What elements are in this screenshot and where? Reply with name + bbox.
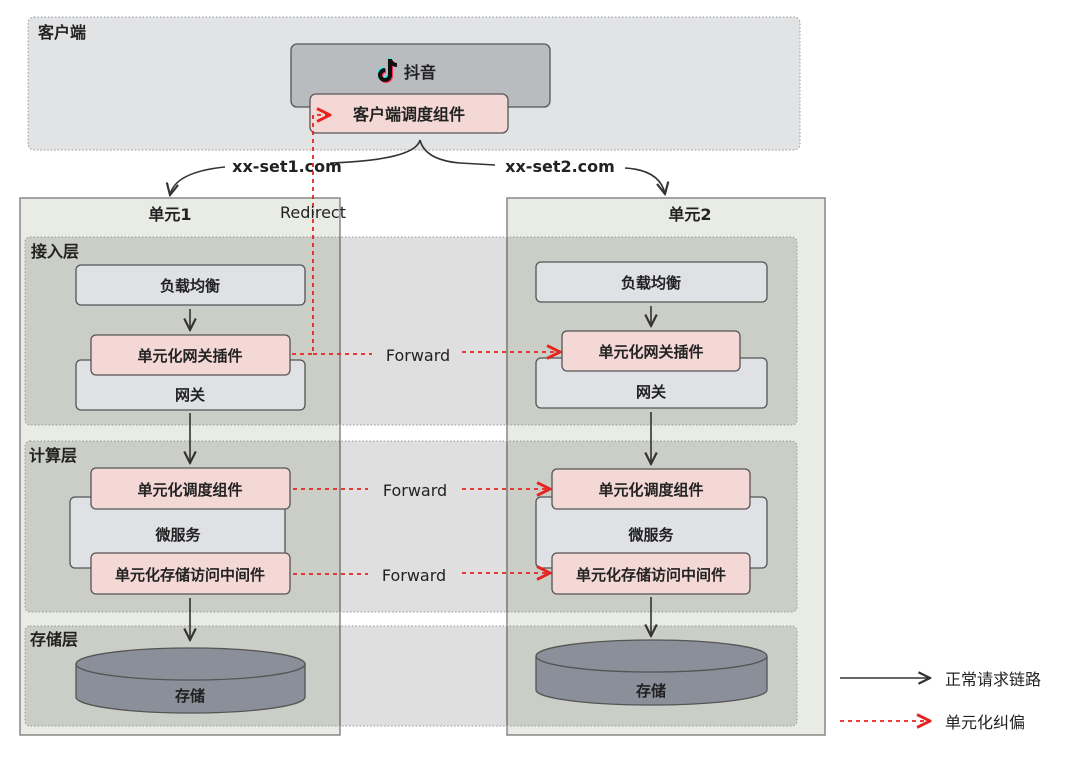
storage-label: 存储 [636,682,666,700]
client-scheduler-label: 客户端调度组件 [353,105,465,124]
unit-1-components: 负载均衡 网关 单元化网关插件 微服务 单元化调度组件 单元化存储访问中间件 存… [69,264,306,714]
microservice-label: 微服务 [627,526,674,544]
redirect-label: Redirect [280,203,346,222]
redirect-arrow [292,115,330,355]
domain-set1: xx-set1.com [232,157,342,176]
unit-1-title: 单元1 [148,205,191,224]
storage-middleware-label: 单元化存储访问中间件 [115,566,265,584]
load-balancer-label: 负载均衡 [621,274,681,292]
gateway-label: 网关 [636,383,666,401]
forward-label-storage: Forward [382,566,446,585]
microservice-label: 微服务 [154,526,201,544]
forward-label-gateway: Forward [386,346,450,365]
route-arrow-unit-2 [624,167,665,194]
domain-brace [329,139,461,164]
legend-normal-label: 正常请求链路 [945,670,1041,689]
access-layer-label: 接入层 [31,242,79,261]
domain-set2: xx-set2.com [505,157,615,176]
gateway-plugin-label: 单元化网关插件 [598,343,703,361]
client-scheduler-box [309,93,509,134]
storage-label: 存储 [175,687,205,705]
forward-label-scheduler: Forward [383,481,447,500]
correction-paths: Redirect Forward Forward Forward [280,115,560,585]
storage-layer-label: 存储层 [30,630,78,649]
legend: 正常请求链路 单元化纠偏 [840,670,1041,732]
scheduler-label: 单元化调度组件 [137,481,242,499]
gateway-plugin-label: 单元化网关插件 [137,347,242,365]
storage-middleware-label: 单元化存储访问中间件 [576,566,726,584]
legend-correction-label: 单元化纠偏 [945,713,1025,732]
app-name: 抖音 [404,63,436,82]
client-label: 客户端 [38,23,86,42]
storage-cylinder-icon [535,639,768,673]
client-region: 客户端 抖音 客户端调度组件 [27,16,801,151]
unit-2-title: 单元2 [668,205,711,224]
compute-layer-label: 计算层 [29,446,77,465]
gateway-label: 网关 [175,386,205,404]
load-balancer-label: 负载均衡 [160,277,220,295]
douyin-logo-icon [377,58,398,83]
unit-2-components: 负载均衡 网关 单元化网关插件 微服务 单元化调度组件 单元化存储访问中间件 存… [535,261,768,706]
scheduler-label: 单元化调度组件 [598,481,703,499]
route-arrow-unit-1 [170,166,226,195]
storage-cylinder-icon [75,647,306,681]
